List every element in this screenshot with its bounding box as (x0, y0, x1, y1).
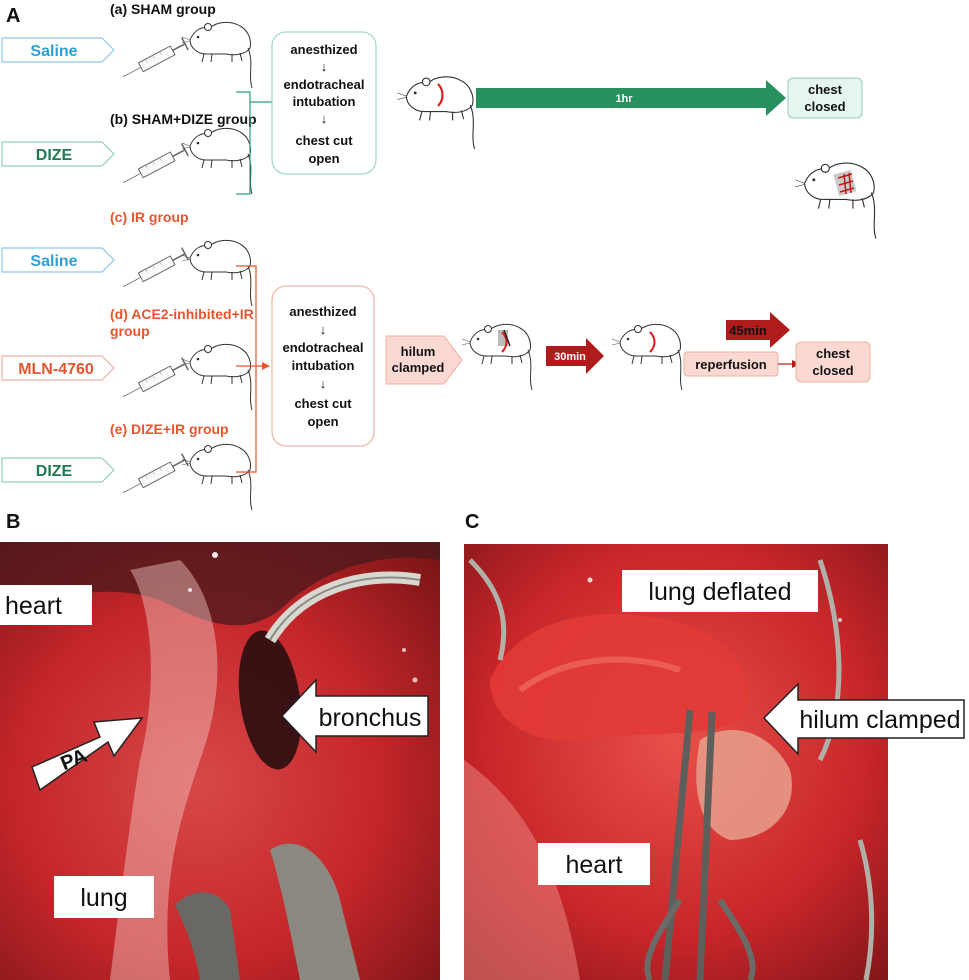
incision-mark (649, 331, 656, 353)
svg-text:open: open (307, 414, 338, 429)
group-label-c: (c) IR group (110, 209, 189, 225)
syringe-icon (119, 246, 190, 294)
svg-text:↓: ↓ (320, 376, 327, 391)
mouse-icon (397, 76, 476, 150)
incision-mark (437, 83, 444, 107)
label-bronchus: bronchus (319, 704, 422, 732)
sham-steps: anesthized ↓ endotracheal intubation ↓ c… (284, 42, 365, 166)
sham-end-line2: closed (804, 99, 845, 114)
svg-text:anesthized: anesthized (290, 42, 357, 57)
bronchus-arrow (280, 678, 429, 754)
ischemia-arrow (546, 338, 604, 374)
mouse-icon (181, 343, 253, 411)
group-label-e: (e) DIZE+IR group (110, 421, 229, 437)
svg-text:chest cut: chest cut (295, 133, 353, 148)
group-label-d2: group (110, 323, 150, 339)
reperfusion-time-label: 45min (729, 323, 767, 338)
photo-c (464, 544, 888, 980)
mouse-icon (611, 323, 683, 391)
connector-line (236, 265, 262, 473)
label-hilum-clamped: hilum clamped (799, 706, 960, 734)
group-label-d: (d) ACE2-inhibited+IR (110, 306, 254, 322)
syringe-icon (119, 452, 190, 500)
label-heart-b: heart (5, 592, 62, 620)
reperfusion-label: reperfusion (695, 357, 767, 372)
mouse-icon (461, 323, 533, 391)
hilum-clamped-line2: clamped (392, 360, 445, 375)
label-heart-c: heart (566, 851, 623, 879)
reperfusion-time-arrow (726, 312, 790, 348)
label-box-heart-c (538, 843, 650, 885)
sham-end-line1: chest (808, 82, 843, 97)
svg-text:intubation: intubation (293, 94, 356, 109)
syringe-icon (119, 356, 190, 404)
panel-label-c: C (465, 511, 479, 533)
svg-text:anesthized: anesthized (289, 304, 356, 319)
panel-label-a: A (6, 5, 20, 27)
svg-text:↓: ↓ (321, 59, 328, 74)
drug-label-mln: MLN-4760 (18, 361, 94, 378)
drug-label-dize-b: DIZE (36, 147, 73, 164)
panel-label-b: B (6, 511, 20, 533)
drug-tag-dize-e (1, 457, 115, 483)
hilum-clamped-arrow (385, 335, 463, 385)
group-label-a: (a) SHAM group (110, 1, 216, 17)
svg-text:intubation: intubation (292, 358, 355, 373)
mouse-icon (181, 21, 253, 89)
hilum-clamped-line1: hilum (401, 344, 436, 359)
label-box-lung-deflated (622, 570, 818, 612)
incision-mark (501, 331, 508, 353)
sham-end-box (787, 77, 863, 119)
drug-label-saline-a: Saline (30, 43, 77, 60)
mouse-icon (181, 443, 253, 511)
mouse-icon (181, 239, 253, 307)
ir-steps: anesthized ↓ endotracheal intubation ↓ c… (283, 304, 364, 429)
label-lung: lung (80, 884, 127, 912)
hilum-clamped-photo-arrow (762, 682, 965, 756)
label-box-lung (54, 876, 154, 918)
ir-end-box (795, 341, 871, 383)
svg-text:chest cut: chest cut (294, 396, 352, 411)
group-label-b: (b) SHAM+DIZE group (110, 111, 257, 127)
drug-label-dize-e: DIZE (36, 463, 73, 480)
svg-text:endotracheal: endotracheal (283, 340, 364, 355)
svg-text:↓: ↓ (321, 111, 328, 126)
pa-arrow (31, 717, 144, 792)
ir-steps-box (271, 285, 375, 447)
sham-duration-arrow (476, 80, 786, 116)
svg-text:endotracheal: endotracheal (284, 77, 365, 92)
clamp-patch (498, 330, 508, 346)
drug-label-saline-c: Saline (30, 253, 77, 270)
drug-tag-dize-b (1, 141, 115, 167)
drug-tag-saline-a (1, 37, 115, 63)
ischemia-label: 30min (554, 351, 586, 363)
svg-text:↓: ↓ (320, 322, 327, 337)
sham-duration-label: 1hr (615, 93, 633, 105)
sham-steps-box (271, 31, 377, 175)
ir-end-line1: chest (816, 346, 851, 361)
mouse-icon (181, 127, 253, 195)
syringe-icon (119, 36, 190, 84)
svg-text:open: open (308, 151, 339, 166)
ir-end-line2: closed (812, 363, 853, 378)
drug-tag-mln (1, 355, 115, 381)
label-lung-deflated: lung deflated (648, 578, 791, 606)
clamp-icon (503, 329, 511, 347)
syringe-icon (119, 142, 190, 190)
connector-line (236, 91, 274, 195)
label-box-heart-b (0, 585, 92, 625)
suture-icon (837, 172, 855, 195)
drug-tag-saline-c (1, 247, 115, 273)
arrowhead (262, 362, 270, 370)
